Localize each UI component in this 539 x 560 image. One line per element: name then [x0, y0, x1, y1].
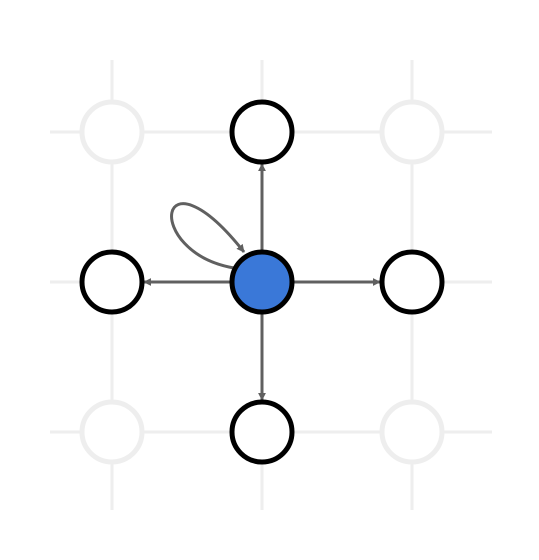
- node-bottom-left: [79, 399, 145, 465]
- node-top: [229, 99, 295, 165]
- self-loop-arrow: [170, 202, 246, 270]
- transition-arrows: [143, 163, 381, 401]
- node-center: [229, 249, 295, 315]
- node-left: [79, 249, 145, 315]
- node-top-left: [79, 99, 145, 165]
- node-right: [379, 249, 445, 315]
- node-top-right: [379, 99, 445, 165]
- node-bottom: [229, 399, 295, 465]
- node-bottom-right: [379, 399, 445, 465]
- grid-nodes: [79, 99, 445, 465]
